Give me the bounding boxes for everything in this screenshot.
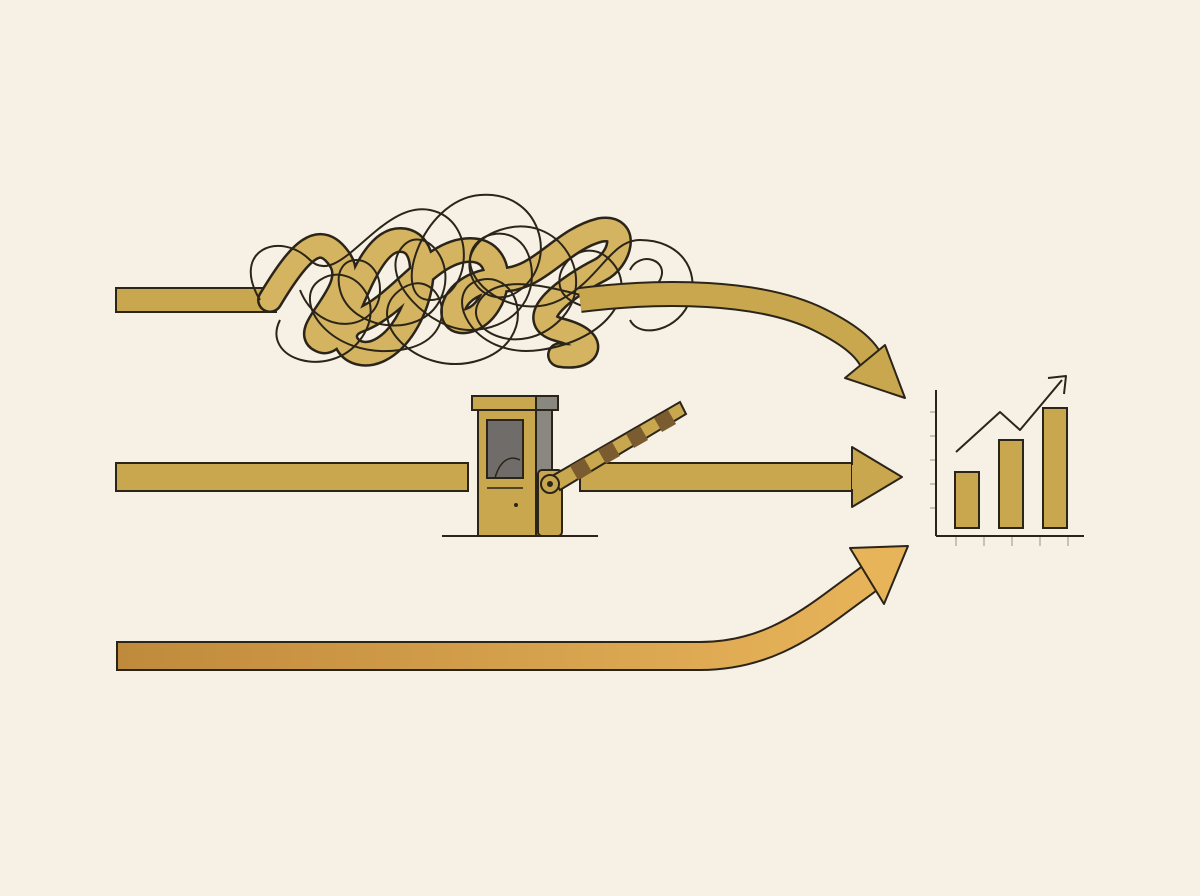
gated-path-arrow (115, 446, 903, 508)
gated-arrow-tail (115, 462, 469, 492)
tangled-arrow-head (844, 344, 906, 399)
barrier-stripe-4 (654, 410, 676, 432)
tangled-thin-line-c (299, 232, 694, 332)
booth-door-knob (514, 503, 518, 507)
chart-ticks (930, 411, 1069, 546)
direct-path-arrow (116, 545, 909, 671)
gated-arrow-joint (852, 465, 858, 489)
barrier-stripe-3 (626, 426, 648, 448)
tangled-thin-line-b (275, 249, 663, 365)
tangled-path-arrow (115, 193, 906, 399)
barrier-stripe-2 (598, 442, 620, 464)
toll-gate-icon (442, 395, 688, 537)
barrier-arm (550, 400, 688, 492)
tangled-arrow-tail (115, 287, 277, 313)
chart-bar (954, 471, 980, 529)
booth-roof-side (535, 395, 559, 411)
booth-window-detail (494, 457, 521, 479)
barrier-stripe-1 (570, 458, 592, 480)
gated-arrow-body (579, 462, 857, 492)
chart-trend-line (955, 379, 1063, 453)
growth-chart-icon (930, 375, 1084, 546)
barrier-pivot-center (547, 481, 553, 487)
tangled-ribbon-fill (259, 219, 630, 367)
tangled-thin-line-a (249, 193, 601, 341)
chart-bar (998, 439, 1024, 529)
chart-trend-arrowhead (1047, 375, 1067, 395)
direct-arrow-head (849, 545, 909, 605)
tangled-arrow-exit-fill (578, 283, 886, 374)
chart-bars (954, 407, 1068, 529)
booth-window (486, 419, 524, 479)
chart-bar (1042, 407, 1068, 529)
